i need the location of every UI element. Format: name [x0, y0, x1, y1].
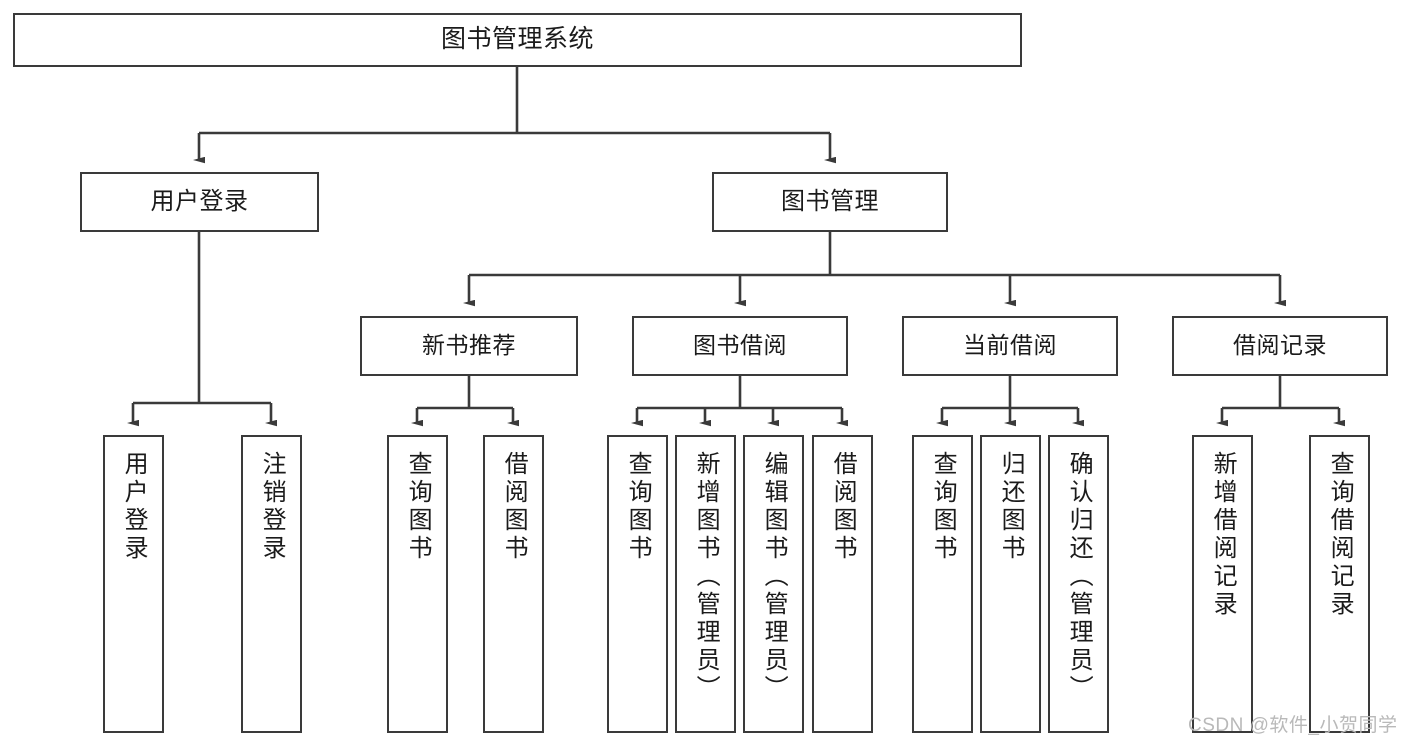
- leaf-user-login-login[interactable]: 用户登录: [103, 435, 164, 733]
- node-label: 借阅记录: [1233, 332, 1327, 359]
- leaf-borrow-query-book[interactable]: 查询图书: [607, 435, 668, 733]
- leaf-current-confirm-return-admin[interactable]: 确认归还（管理员）: [1048, 435, 1109, 733]
- node-label: 查询图书: [404, 451, 432, 563]
- node-label: 新增借阅记录: [1209, 451, 1237, 619]
- node-label: 注销登录: [258, 451, 286, 563]
- node-label: 确认归还（管理员）: [1065, 451, 1093, 703]
- node-borrow-record[interactable]: 借阅记录: [1172, 316, 1388, 376]
- leaf-new-book-borrow[interactable]: 借阅图书: [483, 435, 544, 733]
- node-label: 借阅图书: [829, 451, 857, 563]
- node-label: 借阅图书: [500, 451, 528, 563]
- leaf-current-return-book[interactable]: 归还图书: [980, 435, 1041, 733]
- node-label: 当前借阅: [963, 332, 1057, 359]
- node-label: 新增图书（管理员）: [692, 451, 720, 703]
- node-root-system[interactable]: 图书管理系统: [13, 13, 1022, 67]
- node-user-login[interactable]: 用户登录: [80, 172, 319, 232]
- csdn-watermark: CSDN @软件_小贺同学: [1188, 715, 1398, 736]
- node-new-book-recommend[interactable]: 新书推荐: [360, 316, 578, 376]
- node-label: 编辑图书（管理员）: [760, 451, 788, 703]
- node-book-borrow[interactable]: 图书借阅: [632, 316, 848, 376]
- leaf-borrow-borrow-book[interactable]: 借阅图书: [812, 435, 873, 733]
- node-label: 图书借阅: [693, 332, 787, 359]
- leaf-current-query-book[interactable]: 查询图书: [912, 435, 973, 733]
- node-label: 查询图书: [929, 451, 957, 563]
- leaf-new-book-query[interactable]: 查询图书: [387, 435, 448, 733]
- node-label: 用户登录: [120, 451, 148, 563]
- node-book-management[interactable]: 图书管理: [712, 172, 948, 232]
- leaf-record-query-record[interactable]: 查询借阅记录: [1309, 435, 1370, 733]
- leaf-borrow-edit-book-admin[interactable]: 编辑图书（管理员）: [743, 435, 804, 733]
- node-label: 图书管理系统: [440, 25, 594, 54]
- leaf-user-login-logout[interactable]: 注销登录: [241, 435, 302, 733]
- node-label: 查询借阅记录: [1326, 451, 1354, 619]
- node-label: 图书管理: [781, 187, 879, 215]
- node-current-borrow[interactable]: 当前借阅: [902, 316, 1118, 376]
- leaf-borrow-add-book-admin[interactable]: 新增图书（管理员）: [675, 435, 736, 733]
- node-label: 用户登录: [150, 187, 249, 215]
- node-label: 查询图书: [624, 451, 652, 563]
- node-label: 归还图书: [997, 451, 1025, 563]
- node-label: 新书推荐: [422, 332, 516, 359]
- leaf-record-add-record[interactable]: 新增借阅记录: [1192, 435, 1253, 733]
